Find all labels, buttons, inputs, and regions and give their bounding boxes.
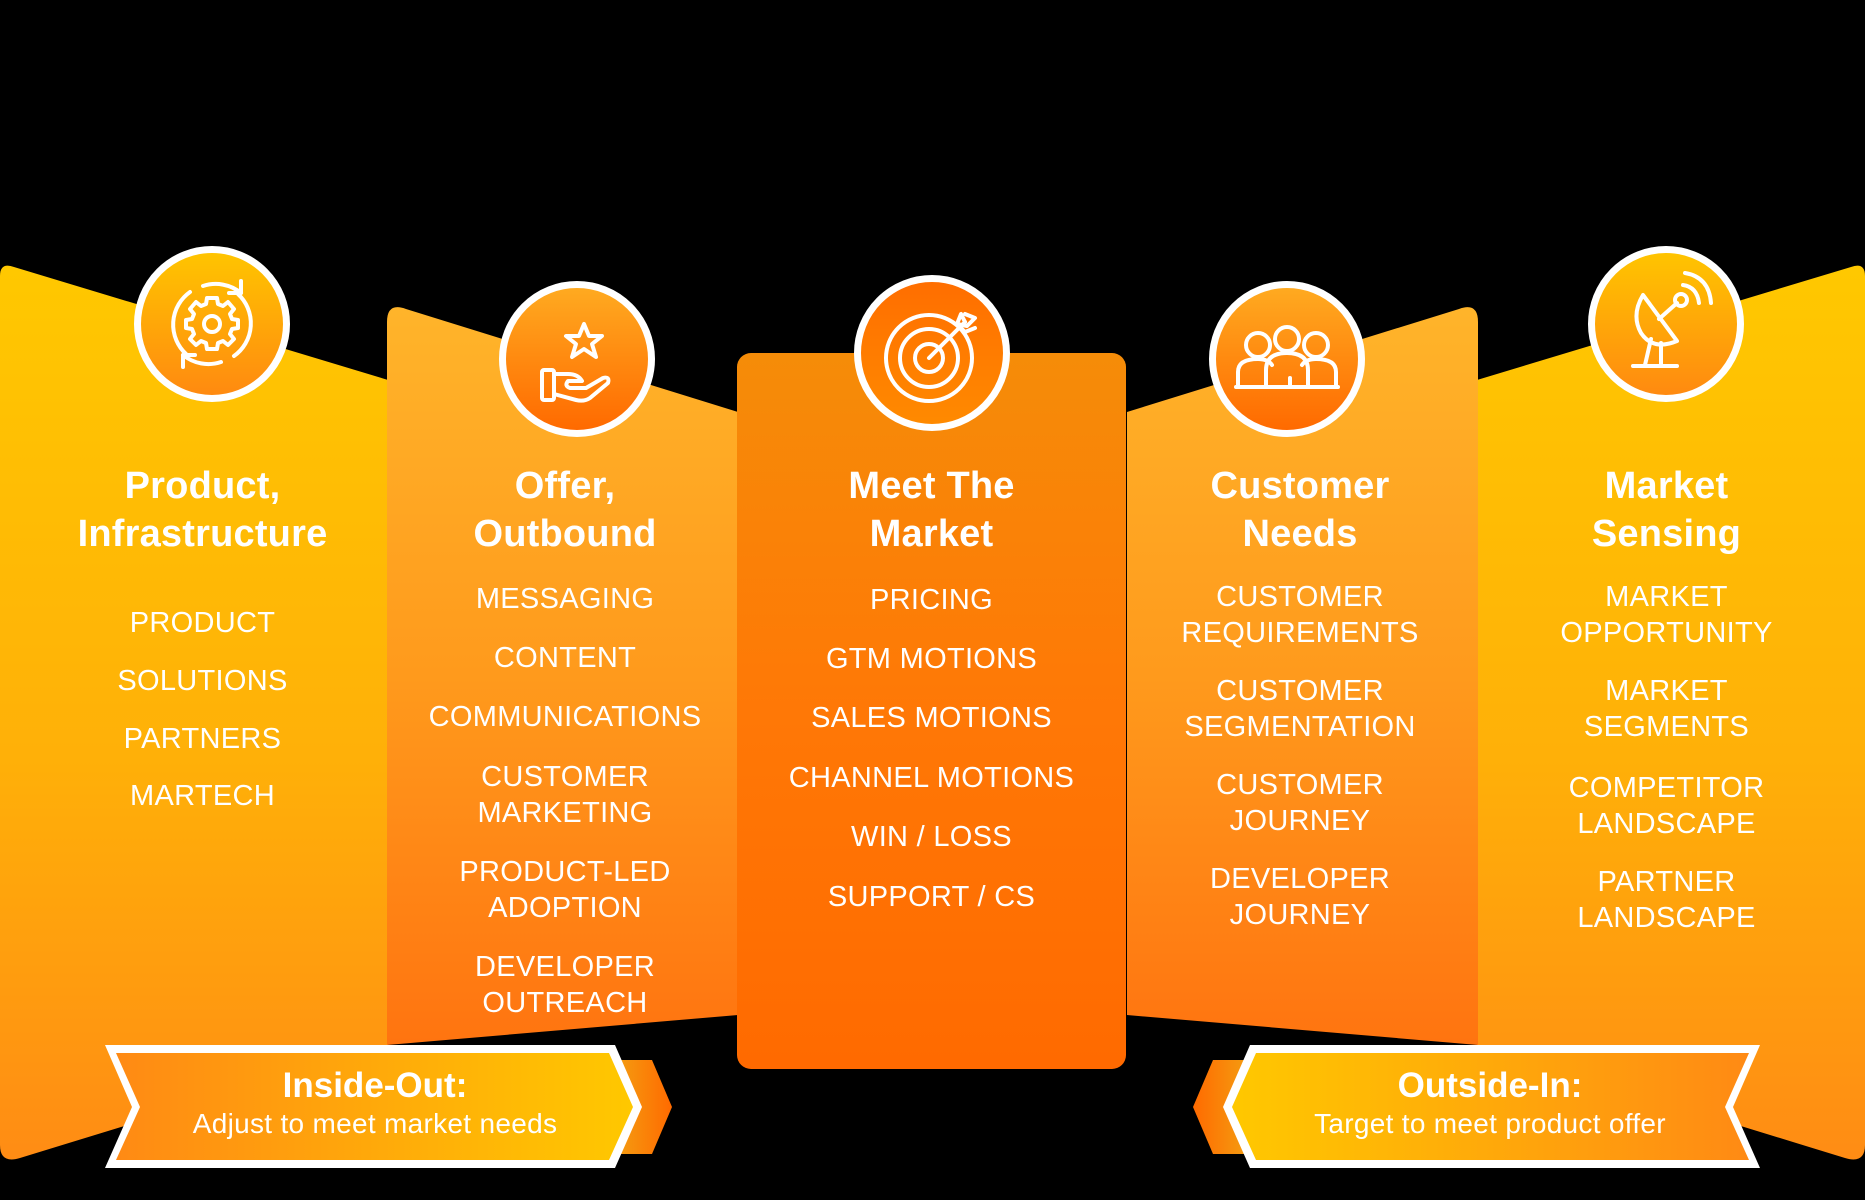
- satellite-dish-icon: [1631, 271, 1713, 368]
- list-item: CUSTOMER SEGMENTATION: [1184, 675, 1416, 743]
- column-customer-needs: Customer Needs CUSTOMER REQUIREMENTS CUS…: [1135, 0, 1465, 1200]
- list-item: PARTNERS: [123, 723, 282, 755]
- icon-badge-market-sensing: [1588, 246, 1744, 402]
- list-item: PRODUCT: [129, 607, 276, 639]
- list-item: CHANNEL MOTIONS: [788, 762, 1075, 794]
- icon-badge-meet-the-market: [854, 275, 1010, 431]
- list-item: COMPETITOR LANDSCAPE: [1568, 772, 1765, 840]
- outside-in-banner: Outside-In: Target to meet product offer: [1255, 1066, 1725, 1142]
- title-line: Sensing: [1591, 513, 1742, 555]
- list-item: CUSTOMER MARKETING: [477, 761, 653, 829]
- title-line: Outbound: [473, 513, 657, 555]
- title-line: Offer,: [514, 465, 616, 507]
- gear-refresh-icon: [171, 279, 253, 369]
- banner-title: Inside-Out:: [282, 1066, 468, 1105]
- list-item: CONTENT: [493, 642, 637, 674]
- list-item: PARTNER LANDSCAPE: [1577, 866, 1756, 934]
- icon-badge-product-infrastructure: [134, 246, 290, 402]
- title-line: Market: [869, 513, 994, 555]
- panel-offer-outbound: [387, 307, 738, 1045]
- column-title: Offer, Outbound: [400, 462, 730, 558]
- list-item: SOLUTIONS: [117, 665, 288, 697]
- banner-subtitle: Adjust to meet market needs: [192, 1108, 558, 1139]
- banner-subtitle: Target to meet product offer: [1314, 1108, 1666, 1139]
- column-product-infrastructure: Product, Infrastructure PRODUCT SOLUTION…: [40, 0, 365, 1200]
- list-item: MARKET SEGMENTS: [1583, 675, 1750, 743]
- panel-meet-the-market: [737, 353, 1126, 1069]
- panel-market-sensing: [1477, 265, 1865, 1160]
- inside-out-banner: Inside-Out: Adjust to meet market needs: [140, 1066, 610, 1142]
- list-item: DEVELOPER OUTREACH: [475, 951, 655, 1019]
- outside-in-tab: [1193, 1060, 1245, 1154]
- list-item: SALES MOTIONS: [811, 702, 1052, 734]
- title-line: Product,: [124, 465, 281, 507]
- icon-badge-offer-outbound: [499, 281, 655, 437]
- list-item: GTM MOTIONS: [825, 643, 1038, 675]
- column-title: Customer Needs: [1135, 462, 1465, 558]
- banner-title: Outside-In:: [1397, 1066, 1583, 1105]
- list-item: DEVELOPER JOURNEY: [1210, 863, 1390, 931]
- list-item: MARTECH: [130, 780, 275, 812]
- column-meet-the-market: Meet The Market PRICING GTM MOTIONS SALE…: [737, 0, 1126, 1200]
- list-item: COMMUNICATIONS: [428, 701, 702, 733]
- list-item: MESSAGING: [475, 583, 655, 615]
- list-item: CUSTOMER JOURNEY: [1216, 769, 1384, 837]
- title-line: Customer: [1210, 465, 1390, 507]
- icon-badge-customer-needs: [1209, 281, 1365, 437]
- panel-customer-needs: [1127, 307, 1478, 1045]
- list-item: CUSTOMER REQUIREMENTS: [1181, 581, 1419, 649]
- list-item: MARKET OPPORTUNITY: [1560, 581, 1773, 649]
- column-title: Market Sensing: [1500, 462, 1833, 558]
- people-group-icon: [1234, 325, 1340, 389]
- list-item: WIN / LOSS: [851, 821, 1012, 853]
- title-line: Meet The: [848, 465, 1015, 507]
- column-title: Meet The Market: [737, 462, 1126, 558]
- column-market-sensing: Market Sensing MARKET OPPORTUNITY MARKET…: [1500, 0, 1833, 1200]
- target-arrow-icon: [884, 312, 977, 403]
- list-item: PRICING: [870, 584, 993, 616]
- panel-product-infrastructure: [0, 265, 388, 1160]
- list-item: PRODUCT-LED ADOPTION: [459, 856, 671, 924]
- title-line: Infrastructure: [77, 513, 328, 555]
- list-item: SUPPORT / CS: [827, 881, 1036, 913]
- inside-out-tab: [620, 1060, 672, 1154]
- hand-star-icon: [540, 322, 611, 403]
- column-offer-outbound: Offer, Outbound MESSAGING CONTENT COMMUN…: [400, 0, 730, 1200]
- title-line: Market: [1604, 465, 1729, 507]
- title-line: Needs: [1242, 513, 1358, 555]
- column-title: Product, Infrastructure: [40, 462, 365, 558]
